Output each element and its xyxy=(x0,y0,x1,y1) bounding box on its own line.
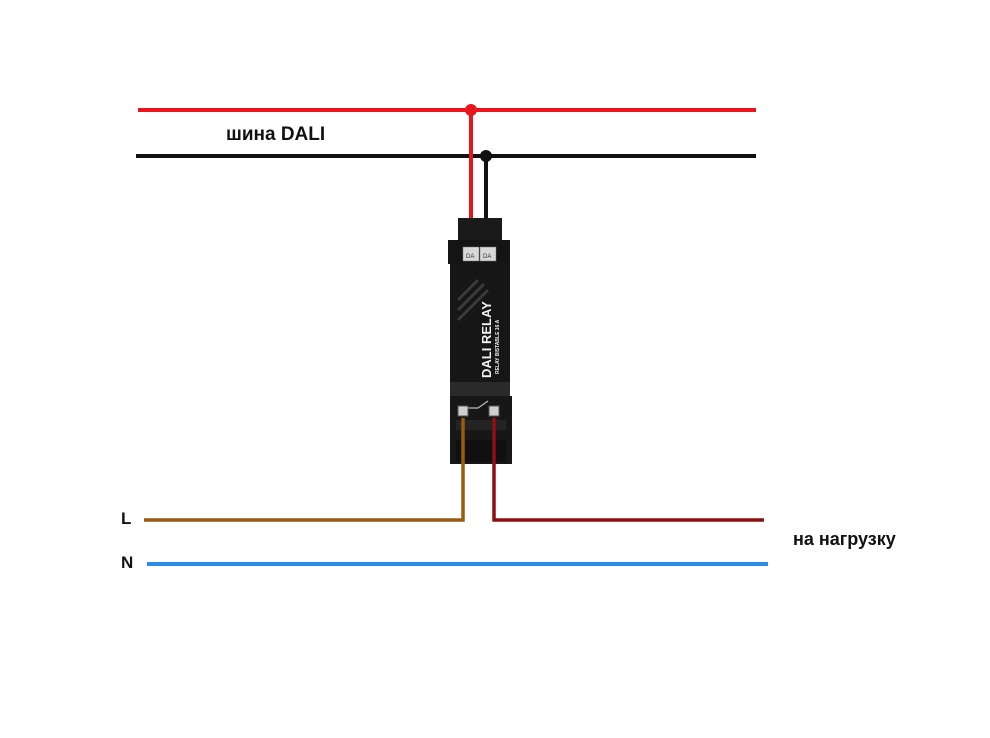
terminal-da-left xyxy=(462,246,480,262)
terminal-da-left-text: DA xyxy=(466,254,474,260)
terminal-da-right-text: DA xyxy=(483,254,491,260)
terminal-da-right xyxy=(479,246,497,262)
red-junction-dot xyxy=(465,104,477,116)
black-junction-dot xyxy=(480,150,492,162)
neutral-label: N xyxy=(121,553,134,572)
load-wire xyxy=(492,418,764,522)
device-title: DALI RELAY xyxy=(479,301,494,378)
terminal-screw-left xyxy=(457,405,469,417)
phase-label: L xyxy=(121,509,132,528)
load-label: на нагрузку xyxy=(793,529,896,549)
device-subtitle: RELAY BISTABLE 16 A xyxy=(495,319,501,374)
dali-relay-device: DALI RELAY RELAY BISTABLE 16 A DA DA xyxy=(448,218,512,464)
dali-bus-label: шина DALI xyxy=(226,124,326,145)
relay-body xyxy=(450,262,510,400)
phase-wire-l xyxy=(144,418,465,522)
terminal-screw-right xyxy=(488,405,500,417)
